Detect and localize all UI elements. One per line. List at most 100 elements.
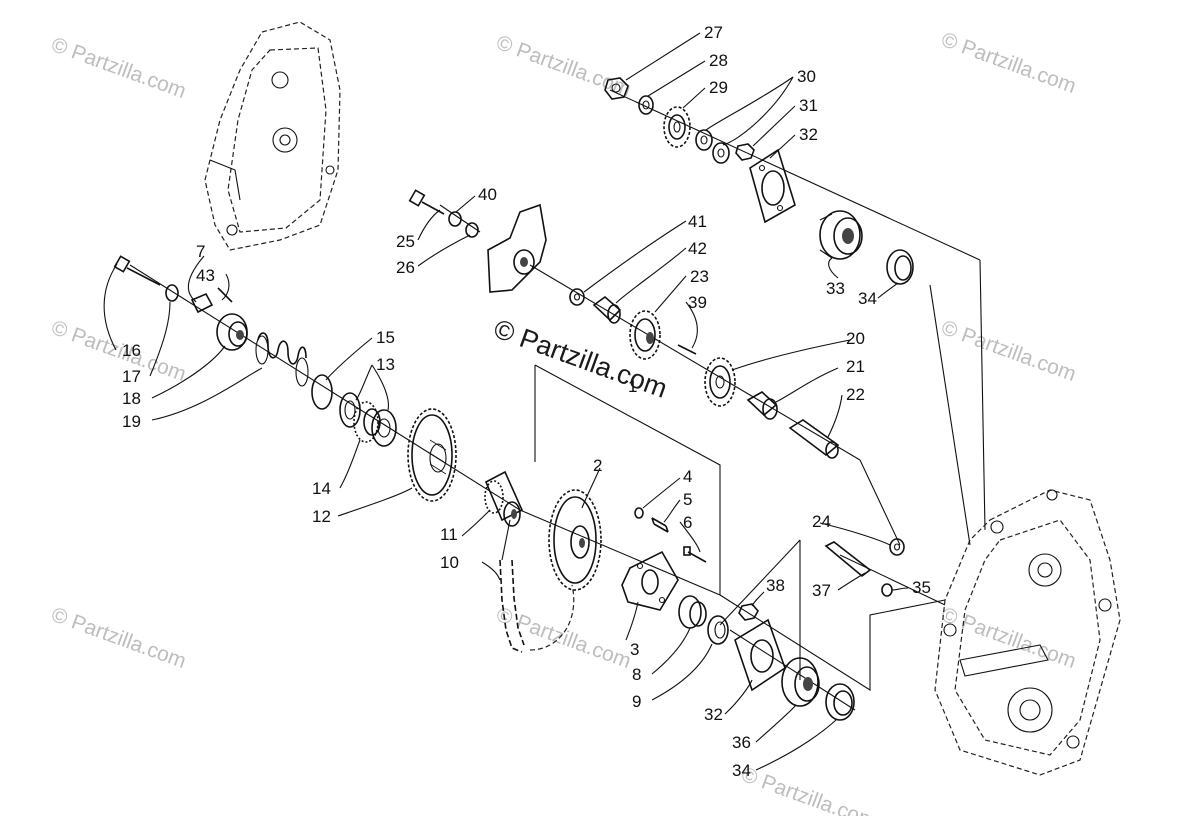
watermark: © Partzilla.com	[938, 603, 1079, 673]
shaft-lines	[129, 89, 986, 711]
bolt-16	[113, 255, 161, 286]
callout-18: 18	[122, 389, 141, 408]
sprocket-20	[704, 357, 736, 407]
seal-34-top	[886, 249, 914, 285]
bearing-flange-32-bottom	[734, 618, 786, 692]
watermark: © Partzilla.com	[738, 763, 879, 816]
lock-washer-28	[638, 95, 654, 115]
callout-29: 29	[709, 78, 728, 97]
snap-ring-15	[311, 374, 333, 410]
nut-31	[735, 143, 755, 161]
washer-17	[165, 284, 179, 302]
callout-11: 11	[440, 525, 458, 544]
seal-34-bottom	[825, 683, 855, 721]
callout-13: 13	[376, 355, 395, 374]
callout-38: 38	[766, 576, 785, 595]
needle-bearing-42	[592, 295, 622, 324]
pinion-11	[484, 470, 524, 527]
washer-35	[881, 583, 893, 597]
callout-12: 12	[312, 507, 331, 526]
callout-8: 8	[632, 665, 641, 684]
callout-28: 28	[709, 51, 728, 70]
pin-4	[634, 507, 644, 519]
callout-27: 27	[704, 23, 723, 42]
callout-36: 36	[732, 733, 751, 752]
callout-39: 39	[688, 293, 707, 312]
washers-13	[339, 392, 397, 447]
callout-40: 40	[478, 185, 497, 204]
bearing-8	[678, 595, 707, 629]
sprocket-23	[629, 310, 661, 360]
gearcase-housing	[934, 489, 1121, 776]
callout-42: 42	[688, 239, 707, 258]
watermark: © Partzilla.com	[48, 316, 189, 386]
callout-7: 7	[196, 242, 205, 261]
callout-37: 37	[812, 581, 831, 600]
washers-30	[695, 129, 730, 164]
hub-3	[621, 550, 679, 611]
watermark: © Partzilla.com	[938, 316, 1079, 386]
bearing-flange-32-top	[749, 148, 796, 224]
callout-32-bottom: 32	[704, 705, 723, 724]
callout-22: 22	[846, 385, 865, 404]
callout-34-top: 34	[858, 289, 877, 308]
spacer-22	[788, 419, 840, 459]
watermark: © Partzilla.com	[48, 603, 189, 673]
chaincase-cover	[204, 21, 341, 251]
callout-24: 24	[812, 512, 831, 531]
sprocket-12	[407, 408, 457, 502]
callout-32-top: 32	[799, 125, 818, 144]
gear-2	[548, 489, 602, 591]
bolt-37	[824, 541, 872, 578]
bearing-36	[781, 657, 820, 707]
callout-23: 23	[690, 267, 709, 286]
watermark-layer: © Partzilla.com © Partzilla.com © Partzi…	[48, 28, 1079, 816]
washer-24	[889, 538, 905, 556]
callout-14: 14	[312, 479, 331, 498]
watermark: © Partzilla.com	[493, 603, 634, 673]
washer-41	[569, 288, 585, 306]
callout-9: 9	[632, 692, 641, 711]
nut-38	[738, 603, 759, 621]
sprocket-29	[663, 106, 691, 148]
callout-4: 4	[683, 467, 692, 486]
callout-15: 15	[376, 328, 395, 347]
key-43	[190, 287, 233, 314]
callout-30: 30	[797, 67, 816, 86]
callout-34-bottom: 34	[732, 761, 751, 780]
bearing-21	[746, 391, 778, 420]
callout-21: 21	[846, 357, 865, 376]
seal-9	[707, 615, 729, 645]
bracket-25	[487, 203, 547, 293]
spring-5	[651, 517, 669, 533]
callout-5: 5	[683, 490, 692, 509]
watermark: © Partzilla.com	[938, 28, 1079, 98]
bearing-14	[353, 401, 381, 443]
nut-27	[604, 77, 629, 100]
callout-10: 10	[440, 553, 459, 572]
watermark: © Partzilla.com	[48, 33, 189, 103]
spring-19	[255, 332, 309, 387]
callout-1: 1	[628, 377, 637, 396]
screw-6	[683, 546, 707, 563]
callout-41: 41	[688, 212, 707, 231]
callout-2: 2	[593, 456, 602, 475]
callout-16: 16	[122, 341, 141, 360]
callout-labels: 1 2 3 4 5 6 7 8 9 10 11 12 13 14 15 16 1…	[122, 23, 931, 780]
callout-17: 17	[122, 367, 141, 386]
callout-3: 3	[630, 640, 639, 659]
callout-leaders	[103, 32, 909, 771]
callout-19: 19	[122, 412, 141, 431]
bolt-40	[408, 189, 479, 238]
pin-39	[677, 344, 697, 355]
chain-10	[499, 519, 575, 653]
callout-31: 31	[799, 96, 818, 115]
retainer-18	[216, 313, 248, 351]
callout-6: 6	[683, 513, 692, 532]
callout-43: 43	[196, 266, 215, 285]
bearing-33	[819, 210, 863, 260]
callout-25: 25	[396, 232, 415, 251]
callout-20: 20	[846, 329, 865, 348]
callout-26: 26	[396, 258, 415, 277]
